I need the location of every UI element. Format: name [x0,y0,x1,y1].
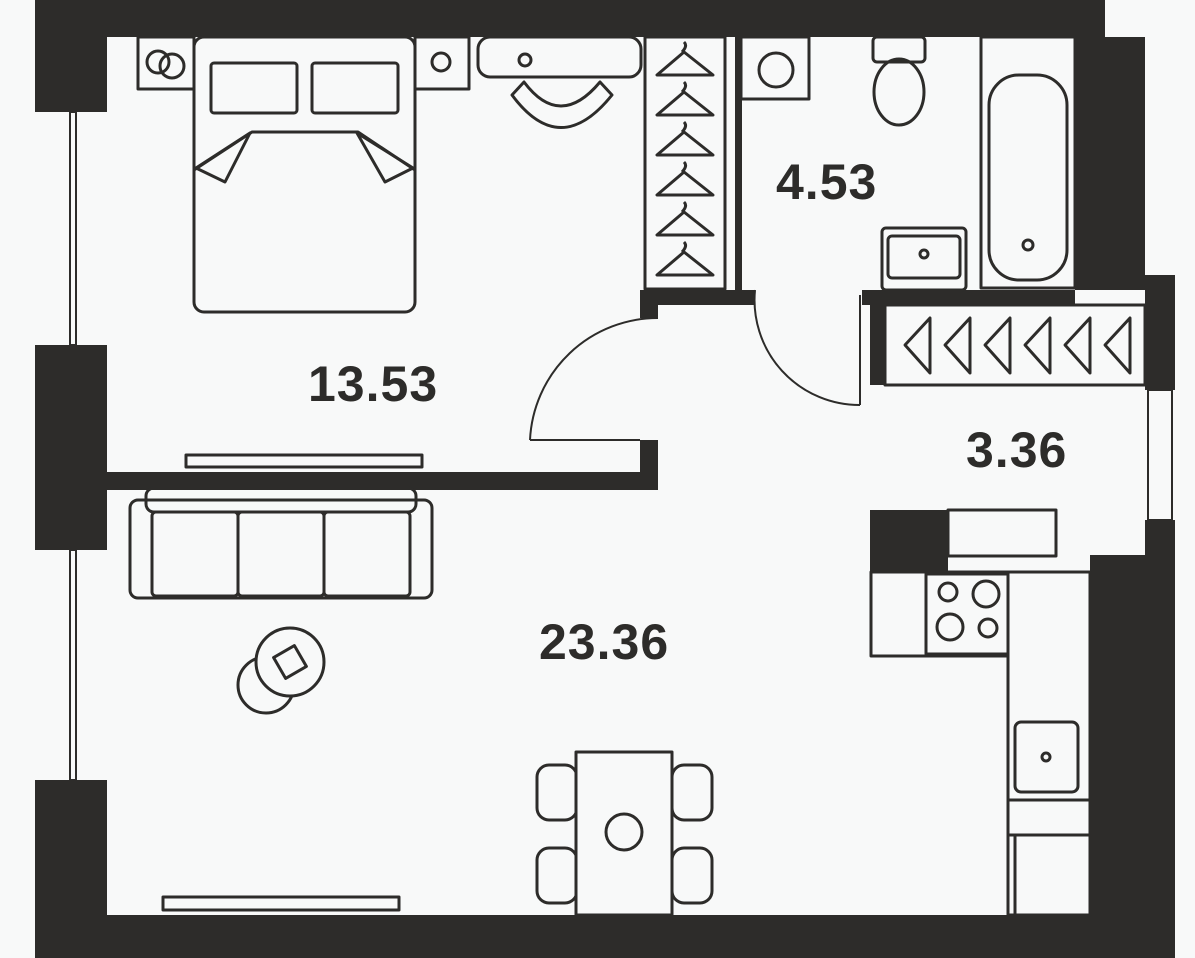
desk [476,35,643,129]
bed [136,35,471,469]
bedroom-area-label: 13.53 [308,356,439,412]
kitchen [869,508,1092,917]
hanger-icon [983,316,1012,375]
hanger-icon [655,40,715,77]
hallway-area-label: 3.36 [966,422,1068,478]
sofa [128,486,434,912]
dining-table [535,750,714,917]
hanger-icon [1063,316,1092,375]
hanger-icon [655,240,715,277]
hanger-icon [655,80,715,117]
windows [69,111,1173,781]
walls [35,0,1175,958]
doors [529,289,861,441]
wardrobe [643,35,1147,387]
hanger-icon [655,200,715,237]
hanger-icon [1023,316,1052,375]
hanger-icon [903,316,932,375]
bathroom-area-label: 4.53 [776,154,878,210]
hanger-icon [943,316,972,375]
hanger-icon [655,160,715,197]
hanger-icon [1103,316,1132,375]
living-area-label: 23.36 [539,614,670,670]
bathroom-fixtures [739,35,1077,292]
hanger-icon [655,120,715,157]
